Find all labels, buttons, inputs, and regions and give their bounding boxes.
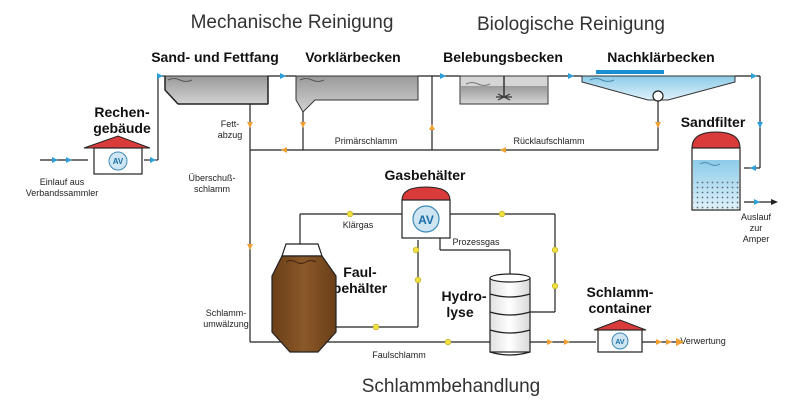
sludge-container: AV [593,319,647,353]
label-sludge-container-1: Schlamm- [587,284,654,300]
sand-filter [691,131,741,211]
section-title-mechanical: Mechanische Reinigung [191,12,394,33]
pre-clarifier [295,75,419,113]
label-sand-filter: Sandfilter [681,114,746,130]
label-screen-house-2: gebäude [93,120,151,136]
label-inflow-1: Einlauf aus [40,177,85,187]
label-process-gas: Prozessgas [452,237,500,247]
label-screen-house-1: Rechen- [94,104,150,120]
label-sludge-circulation-2: umwälzung [203,319,249,329]
label-outflow-3: Amper [743,234,770,244]
post-clarifier [581,70,736,102]
section-title-sludge: Schlammbehandlung [362,376,541,397]
logo-gas-holder: AV [418,213,434,227]
sludge-flow-arrows [247,122,684,346]
water-flow-arrows [52,73,763,205]
digester [271,243,337,353]
label-hydrolysis-1: Hydro- [441,288,486,304]
label-fat-removal-2: abzug [218,130,243,140]
label-digester-1: Faul- [343,264,377,280]
label-sludge-container-2: container [588,300,652,316]
logo-screen-house: AV [113,157,124,166]
label-digested-sludge: Faulschlamm [372,350,426,360]
label-gas-holder: Gasbehälter [385,167,466,183]
gas-holder: AV [401,186,451,239]
label-fat-removal-1: Fett- [221,119,240,129]
label-digester-2: behälter [333,280,388,296]
label-outflow-2: zur [750,223,763,233]
label-sand-fat-trap: Sand- und Fettfang [151,49,279,65]
label-inflow-2: Verbandssammler [26,188,99,198]
label-primary-sludge: Primärschlamm [335,136,398,146]
label-aeration-tank: Belebungsbecken [443,49,563,65]
label-sewage-gas: Klärgas [343,220,374,230]
hydrolysis-tank [489,273,531,356]
label-return-sludge: Rücklaufschlamm [513,136,584,146]
sand-fat-trap [164,75,269,105]
label-excess-sludge-2: schlamm [194,184,230,194]
label-sludge-circulation-1: Schlamm- [206,308,247,318]
label-hydrolysis-2: lyse [446,304,473,320]
gas-flow-markers [346,210,559,346]
section-title-biological: Biologische Reinigung [477,14,665,35]
label-pre-clarifier: Vorklärbecken [305,49,400,65]
label-post-clarifier: Nachklärbecken [607,49,714,65]
screen-house: AV [83,135,151,175]
label-outflow-1: Auslauf [741,212,772,222]
aeration-tank [459,75,549,105]
label-excess-sludge-1: Überschuß- [188,173,235,183]
logo-sludge-container: AV [615,339,625,346]
label-utilization: Verwertung [680,336,726,346]
